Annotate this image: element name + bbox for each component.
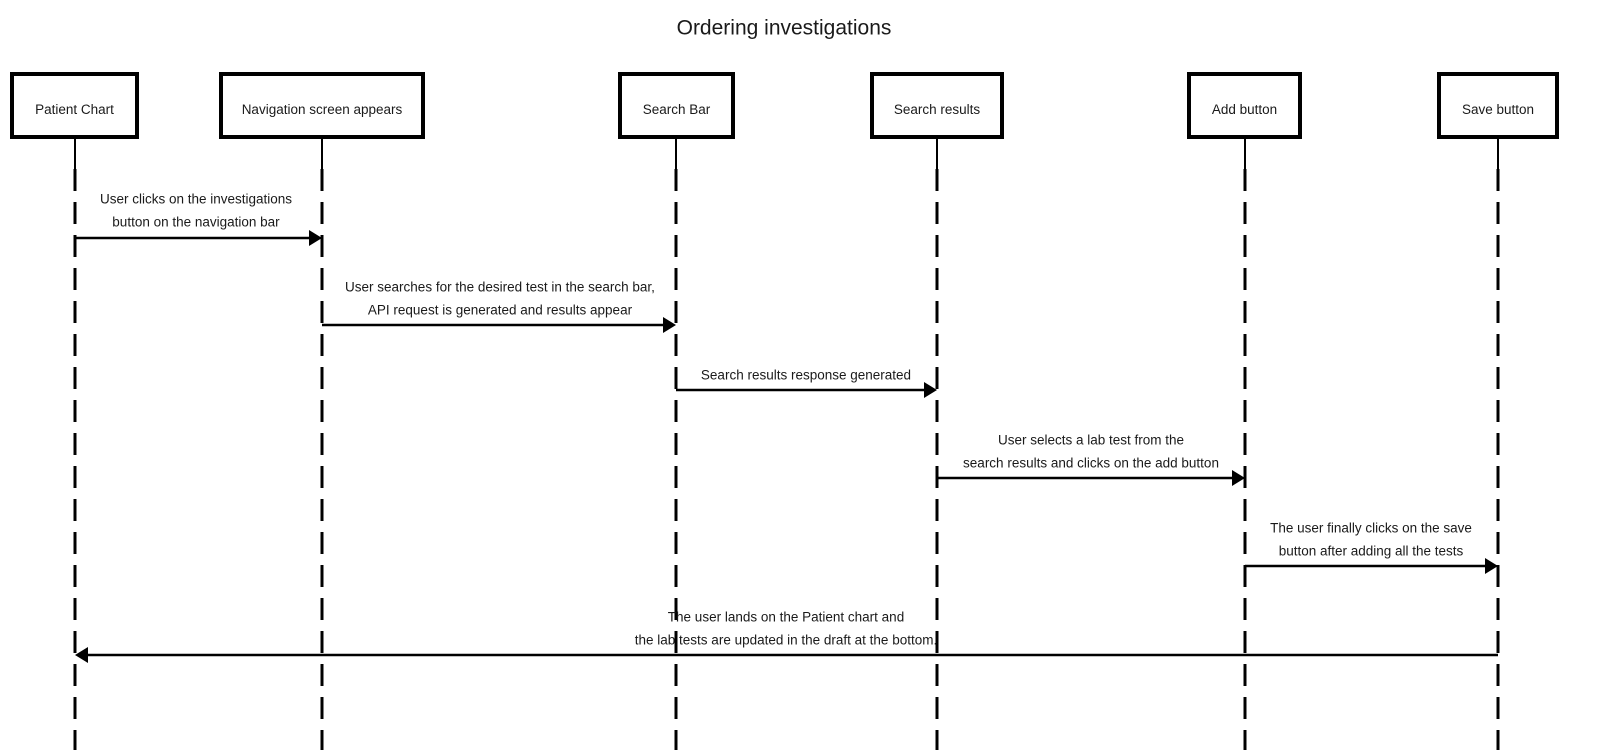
participant-search-results[interactable]: Search results bbox=[870, 72, 1004, 139]
participant-box-search-bar bbox=[618, 72, 735, 139]
message-arrowhead-msg-3 bbox=[924, 382, 937, 398]
participant-label-patient-chart: Patient Chart bbox=[35, 102, 114, 117]
messages-layer: User clicks on the investigations button … bbox=[75, 192, 1498, 663]
participant-label-save-button: Save button bbox=[1462, 102, 1534, 117]
message-label-msg-2-line-1: User searches for the desired test in th… bbox=[345, 280, 655, 295]
participant-box-navigation-screen bbox=[219, 72, 425, 139]
message-label-msg-1-line-1: User clicks on the investigations bbox=[100, 192, 292, 207]
participant-box-add-button bbox=[1187, 72, 1302, 139]
participant-patient-chart[interactable]: Patient Chart bbox=[10, 72, 139, 139]
message-arrowhead-msg-1 bbox=[309, 230, 322, 246]
message-msg-5: The user finally clicks on the save butto… bbox=[1245, 521, 1498, 574]
participant-search-bar[interactable]: Search Bar bbox=[618, 72, 735, 139]
lifelines-layer bbox=[73, 139, 1500, 750]
message-label-msg-3-line-1: Search results response generated bbox=[701, 368, 911, 383]
participant-save-button[interactable]: Save button bbox=[1437, 72, 1559, 139]
message-arrowhead-msg-6 bbox=[75, 647, 88, 663]
message-label-msg-6-line-2: the lab tests are updated in the draft a… bbox=[635, 633, 937, 648]
message-msg-4: User selects a lab test from the search r… bbox=[937, 433, 1245, 486]
participant-label-add-button: Add button bbox=[1212, 102, 1277, 117]
message-arrowhead-msg-5 bbox=[1485, 558, 1498, 574]
message-label-msg-4-line-1: User selects a lab test from the bbox=[998, 433, 1184, 448]
message-msg-6: The user lands on the Patient chart and t… bbox=[75, 610, 1498, 663]
diagram-title: Ordering investigations bbox=[677, 17, 892, 40]
participant-label-search-results: Search results bbox=[894, 102, 981, 117]
message-msg-1: User clicks on the investigations button … bbox=[75, 192, 322, 246]
message-label-msg-5-line-2: button after adding all the tests bbox=[1279, 544, 1464, 559]
message-label-msg-6-line-1: The user lands on the Patient chart and bbox=[668, 610, 904, 625]
participant-label-navigation-screen: Navigation screen appears bbox=[242, 102, 403, 117]
participant-box-search-results bbox=[870, 72, 1004, 139]
participant-add-button[interactable]: Add button bbox=[1187, 72, 1302, 139]
message-label-msg-2-line-2: API request is generated and results app… bbox=[368, 303, 633, 318]
message-msg-2: User searches for the desired test in th… bbox=[322, 280, 676, 333]
participant-box-patient-chart bbox=[10, 72, 139, 139]
message-msg-3: Search results response generated bbox=[676, 368, 937, 398]
message-arrowhead-msg-4 bbox=[1232, 470, 1245, 486]
participant-navigation-screen[interactable]: Navigation screen appears bbox=[219, 72, 425, 139]
participants-layer: Patient Chart Navigation screen appears Se… bbox=[10, 72, 1559, 139]
message-label-msg-1-line-2: button on the navigation bar bbox=[112, 215, 280, 230]
message-label-msg-5-line-1: The user finally clicks on the save bbox=[1270, 521, 1472, 536]
participant-label-search-bar: Search Bar bbox=[643, 102, 711, 117]
message-arrowhead-msg-2 bbox=[663, 317, 676, 333]
participant-box-save-button bbox=[1437, 72, 1559, 139]
message-label-msg-4-line-2: search results and clicks on the add but… bbox=[963, 456, 1219, 471]
